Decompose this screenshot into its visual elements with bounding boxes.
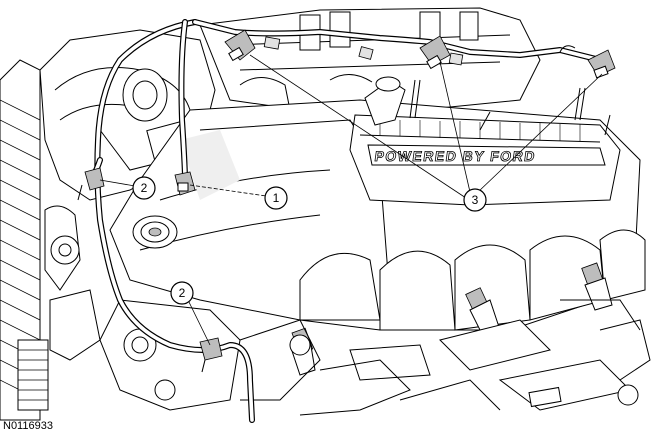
left-hatched-panel — [0, 59, 49, 421]
fuel-injector-electrical-connector — [174, 171, 196, 196]
callout-3-label: 3 — [472, 193, 479, 207]
rear-connector-c — [587, 49, 616, 79]
cover-engraving-text: POWERED BY FORD — [374, 148, 538, 164]
lower-manifold — [99, 299, 651, 416]
leader-lines — [99, 54, 603, 346]
engine-cover: POWERED BY FORD — [349, 76, 621, 206]
fuel-injector-electrical-connectors-rear — [224, 29, 616, 79]
callout-1-label: 1 — [273, 191, 280, 205]
callout-2-upper: 2 — [132, 176, 156, 200]
harness-retainer-upper — [77, 167, 105, 201]
injector-3 — [581, 262, 613, 311]
oil-filler — [132, 215, 178, 249]
callout-2-lower: 2 — [170, 281, 194, 305]
rear-connector-b — [419, 35, 451, 70]
harness-retainer-lower — [199, 337, 223, 373]
callout-3: 3 — [463, 188, 487, 212]
rear-connector-a — [224, 29, 256, 62]
callout-2-upper-label: 2 — [141, 181, 148, 195]
intake-runners — [299, 229, 646, 331]
callout-2-lower-label: 2 — [179, 286, 186, 300]
cover-studs — [409, 79, 611, 136]
callout-1: 1 — [264, 186, 288, 210]
figure-id-label: N0116933 — [3, 420, 53, 432]
